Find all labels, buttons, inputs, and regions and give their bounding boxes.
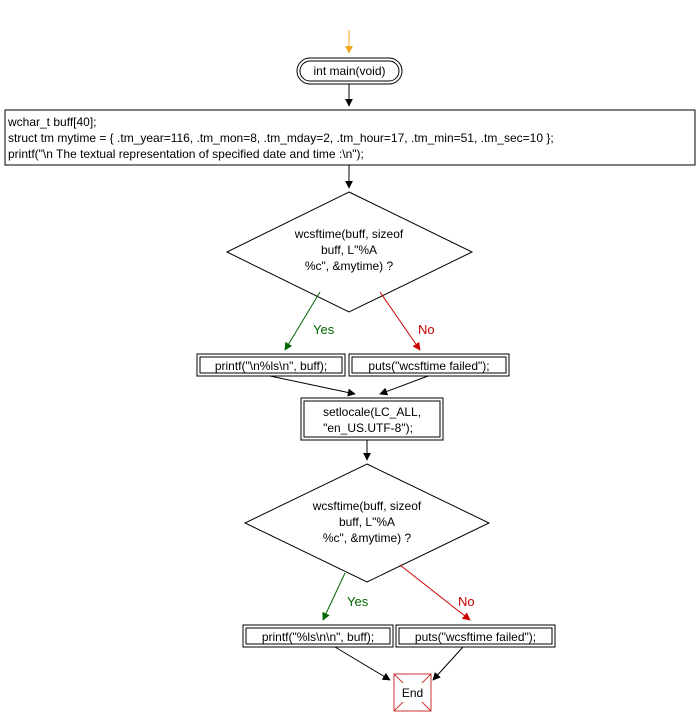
no-label: No: [458, 594, 475, 609]
declaration-box: wchar_t buff[40]; struct tm mytime = { .…: [4, 109, 696, 166]
decision-1: wcsftime(buff, sizeof buff, L"%A %c", &m…: [225, 191, 474, 313]
setlocale-line: setlocale(LC_ALL,: [323, 405, 421, 419]
connector: [379, 375, 429, 396]
no-label: No: [418, 322, 435, 337]
end-node: End: [393, 673, 432, 712]
yes-branch-arrow: [322, 572, 346, 621]
decision-2: wcsftime(buff, sizeof buff, L"%A %c", &m…: [243, 463, 491, 583]
decision-line: buff, L"%A: [339, 515, 395, 529]
decision-line: %c", &mytime) ?: [305, 259, 394, 273]
setlocale-line: "en_US.UTF-8");: [323, 421, 413, 435]
yes-branch-arrow: [284, 291, 321, 351]
yes-label: Yes: [347, 594, 369, 609]
yes-box-label: printf("%ls\n\n", buff);: [262, 630, 374, 644]
no-box-label: puts("wcsftime failed");: [368, 359, 489, 373]
connector: [269, 375, 356, 397]
decision-line: %c", &mytime) ?: [323, 531, 412, 545]
no-branch-arrow: [379, 291, 421, 351]
connector: [432, 646, 464, 681]
decision-line: wcsftime(buff, sizeof: [294, 227, 404, 241]
declaration-line: printf("\n The textual representation of…: [8, 147, 364, 161]
no-branch-arrow: [399, 564, 471, 621]
no-box-1: puts("wcsftime failed");: [348, 353, 510, 377]
setlocale-box: setlocale(LC_ALL, "en_US.UTF-8");: [300, 397, 444, 441]
declaration-line: wchar_t buff[40];: [7, 115, 97, 129]
start-node: int main(void): [296, 57, 403, 85]
no-box-label: puts("wcsftime failed");: [415, 630, 536, 644]
yes-box-1: printf("\n%ls\n", buff);: [196, 353, 346, 377]
start-label: int main(void): [313, 64, 385, 78]
decision-line: wcsftime(buff, sizeof: [312, 499, 422, 513]
yes-box-2: printf("%ls\n\n", buff);: [242, 624, 394, 648]
yes-box-label: printf("\n%ls\n", buff);: [215, 359, 327, 373]
end-label: End: [402, 686, 423, 700]
no-box-2: puts("wcsftime failed");: [395, 624, 556, 648]
yes-label: Yes: [313, 322, 335, 337]
connector: [334, 646, 391, 681]
decision-line: buff, L"%A: [321, 243, 377, 257]
declaration-line: struct tm mytime = { .tm_year=116, .tm_m…: [8, 131, 554, 145]
